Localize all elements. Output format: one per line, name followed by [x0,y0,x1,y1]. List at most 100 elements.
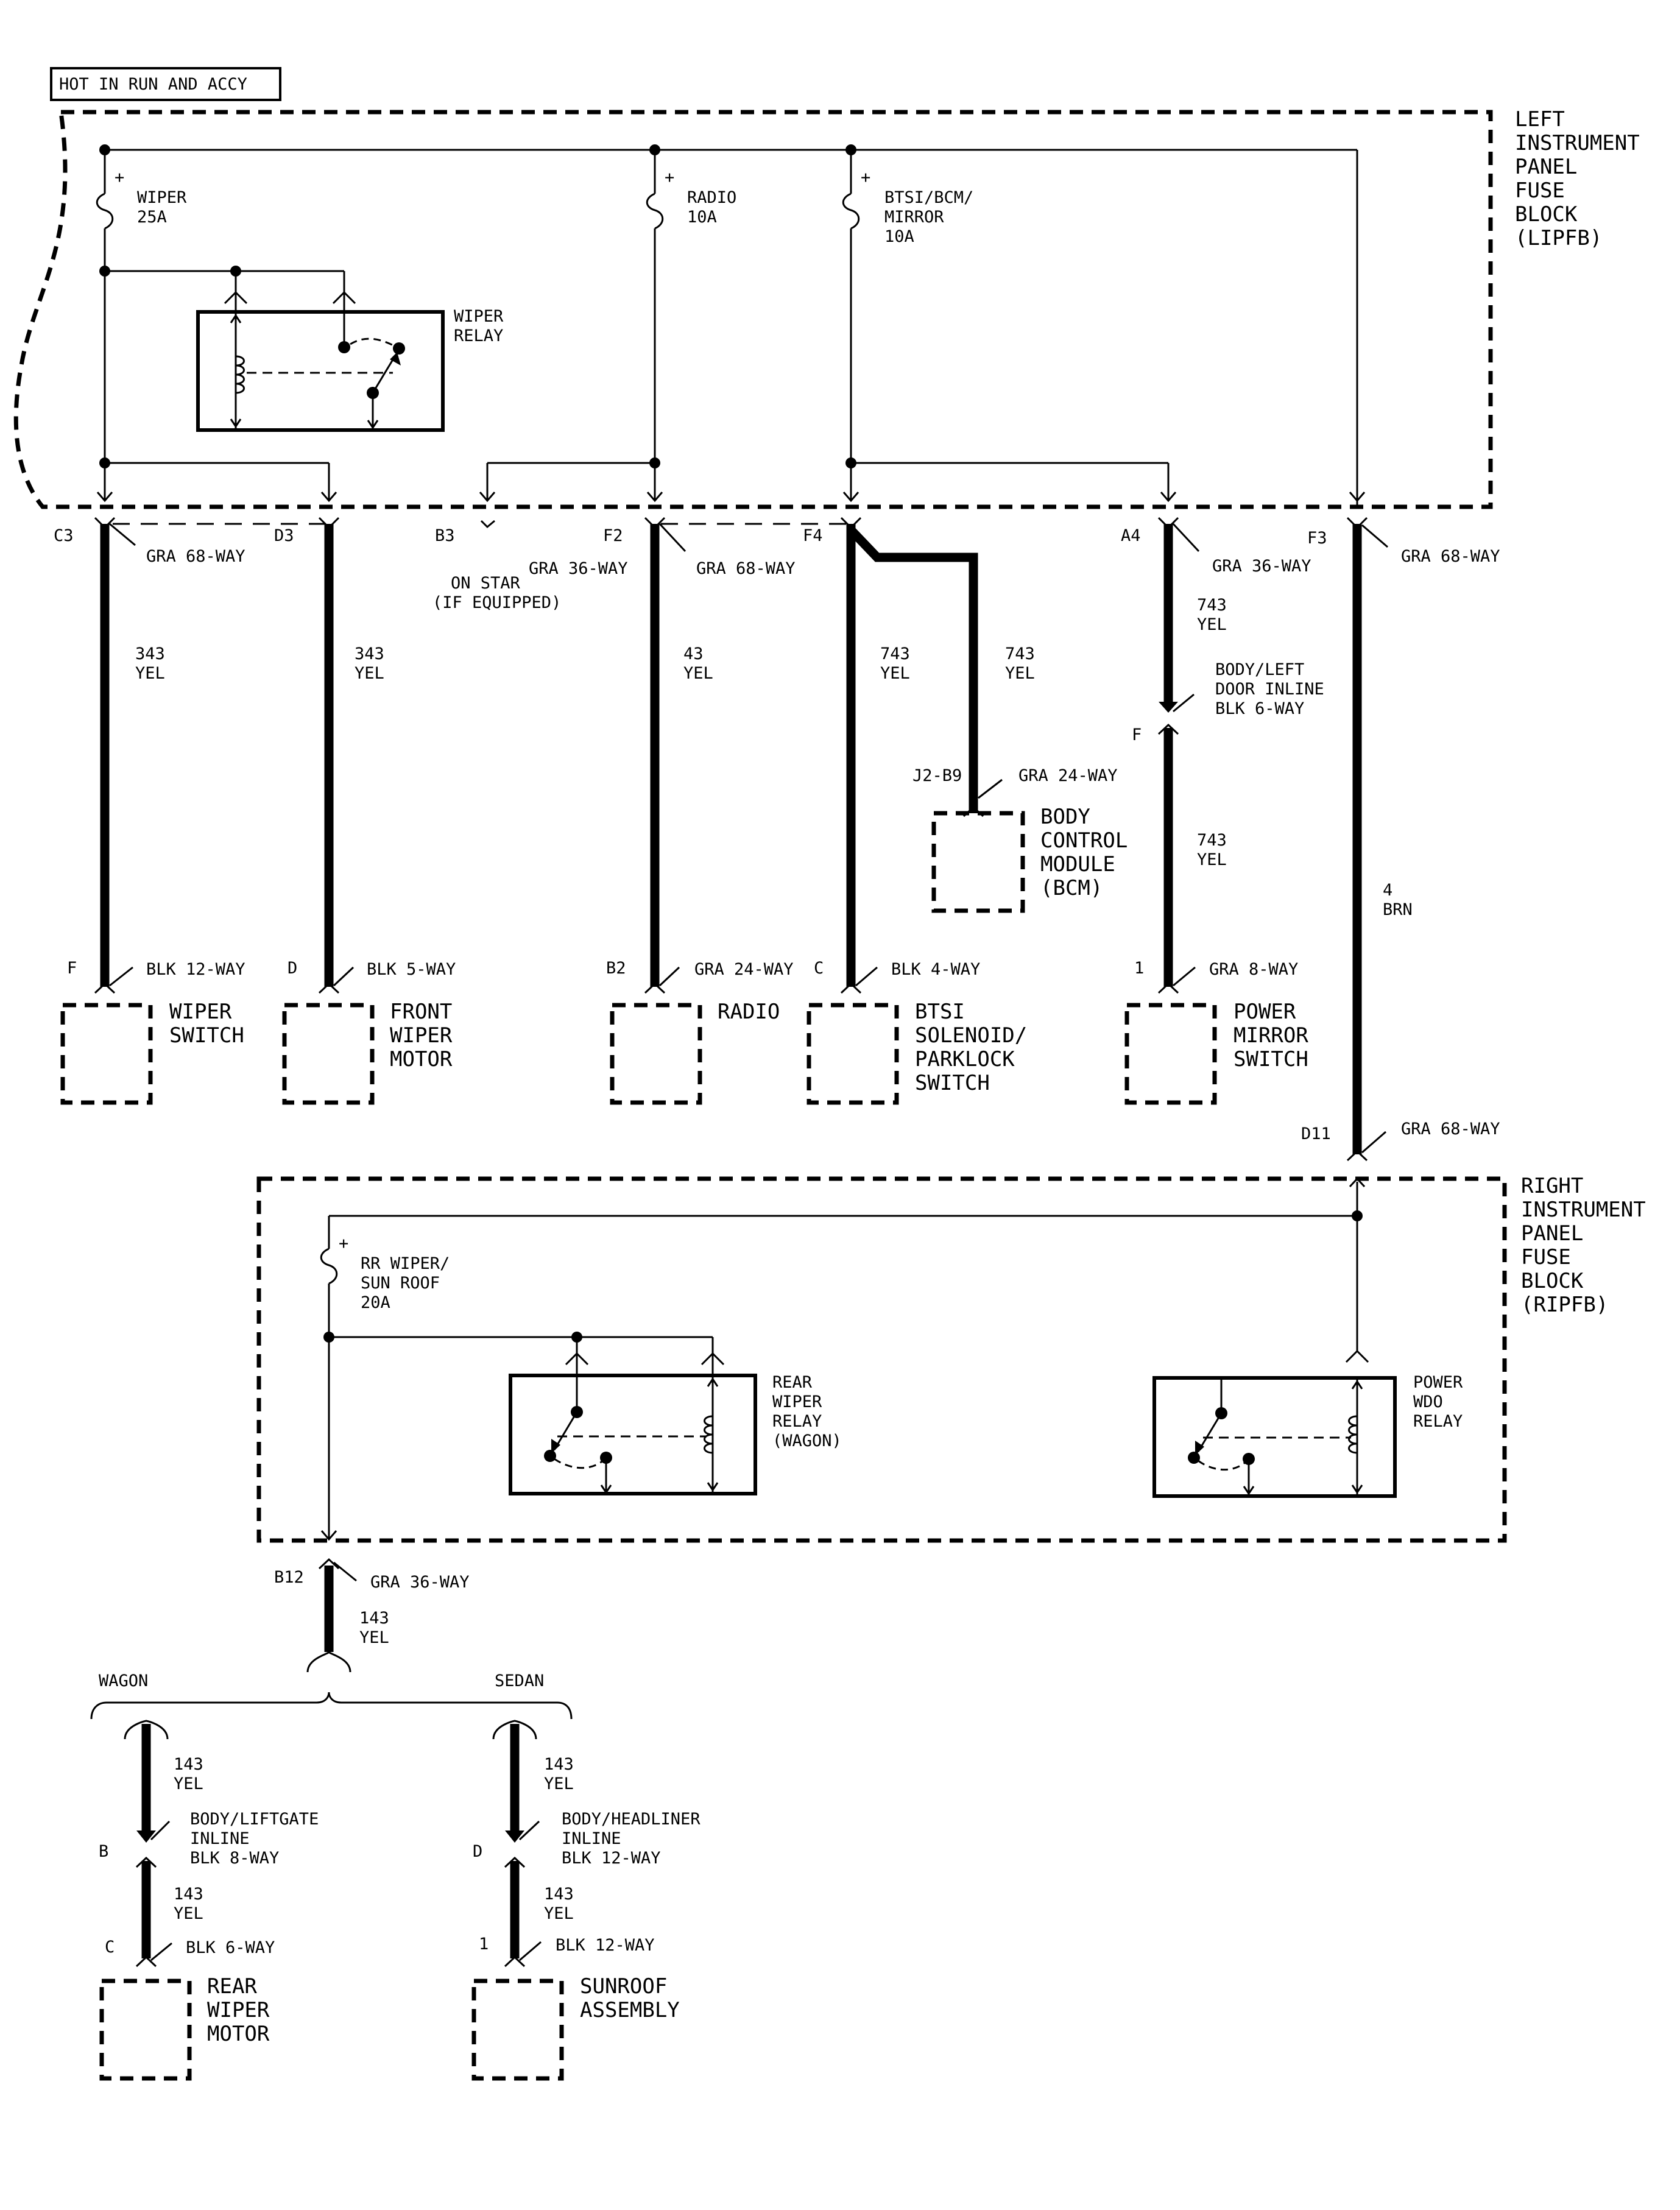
svg-text:20A: 20A [361,1293,390,1312]
svg-text:RELAY: RELAY [1413,1412,1463,1431]
svg-text:CONTROL: CONTROL [1040,828,1128,853]
svg-text:BLOCK: BLOCK [1515,202,1578,227]
svg-text:F4: F4 [803,526,823,545]
svg-text:GRA 68-WAY: GRA 68-WAY [1401,547,1500,566]
svg-text:WIPER: WIPER [390,1023,453,1048]
svg-text:BLOCK: BLOCK [1521,1269,1584,1293]
svg-text:F3: F3 [1307,529,1327,548]
svg-text:BTSI: BTSI [915,1000,965,1024]
svg-text:RADIO: RADIO [718,1000,780,1024]
power-wdo-relay: POWER WDO RELAY [1152,1349,1463,1498]
wiper-outputs [96,271,337,503]
radio-fuse: + RADIO 10A [479,150,736,503]
svg-text:C: C [105,1938,115,1957]
svg-text:D: D [473,1842,482,1861]
svg-text:YEL: YEL [174,1904,203,1923]
svg-text:4: 4 [1383,881,1392,900]
wire-4-brn: 4 BRN [1346,517,1413,1154]
svg-text:743: 743 [1197,831,1227,850]
svg-text:BODY: BODY [1040,805,1090,829]
bcm-module: J2-B9 GRA 24-WAY BODY CONTROL MODULE (BC… [912,766,1128,913]
svg-text:BLK 12-WAY: BLK 12-WAY [146,960,245,979]
svg-text:YEL: YEL [1005,664,1035,683]
svg-text:GRA 36-WAY: GRA 36-WAY [1212,557,1311,576]
svg-text:+: + [861,168,870,187]
svg-text:BLK 6-WAY: BLK 6-WAY [1215,699,1304,718]
svg-text:YEL: YEL [1197,850,1227,869]
lipfb-label: LEFT INSTRUMENT PANEL FUSE BLOCK (LIPFB) [1515,107,1640,250]
svg-text:BLK 4-WAY: BLK 4-WAY [891,960,980,979]
svg-text:YEL: YEL [683,664,713,683]
svg-text:YEL: YEL [1197,615,1227,634]
svg-text:1: 1 [1134,959,1144,978]
svg-text:FUSE: FUSE [1515,178,1565,203]
ripfb-border [256,1176,1507,1543]
lipfb-border [13,110,1493,509]
svg-text:BODY/HEADLINER: BODY/HEADLINER [562,1810,701,1829]
svg-text:FUSE: FUSE [1521,1245,1571,1269]
svg-text:1: 1 [479,1935,489,1954]
svg-text:743: 743 [1197,596,1227,615]
wiper-fuse: + WIPER 25A [96,150,187,277]
svg-text:INLINE: INLINE [190,1829,250,1848]
wiper-switch: F BLK 12-WAY WIPER SWITCH [60,959,245,1105]
svg-text:GRA 24-WAY: GRA 24-WAY [694,960,794,979]
svg-text:143: 143 [544,1885,574,1904]
svg-text:(BCM): (BCM) [1040,876,1103,900]
svg-text:WAGON: WAGON [99,1672,148,1690]
svg-text:PANEL: PANEL [1515,155,1577,179]
svg-text:C3: C3 [54,526,74,545]
svg-text:743: 743 [880,644,910,663]
radio: B2 GRA 24-WAY RADIO [606,959,794,1105]
svg-text:343: 343 [355,644,384,663]
svg-text:FRONT: FRONT [390,1000,452,1024]
svg-text:743: 743 [1005,644,1035,663]
svg-text:SUN ROOF: SUN ROOF [361,1274,440,1293]
svg-text:(WAGON): (WAGON) [772,1432,842,1450]
svg-text:GRA 68-WAY: GRA 68-WAY [146,547,245,566]
wiper-relay: WIPER RELAY [105,266,504,432]
wire-743-btsi: 743 YEL 743 YEL [840,517,1035,987]
wire-343-front-motor: 343 YEL [318,517,384,987]
svg-text:SWITCH: SWITCH [915,1071,990,1095]
svg-text:SUNROOF: SUNROOF [580,1974,667,1999]
rear-wiper-relay: REAR WIPER RELAY (WAGON) [329,1332,842,1495]
svg-text:143: 143 [359,1609,389,1628]
svg-text:RR WIPER/: RR WIPER/ [361,1254,450,1273]
svg-text:GRA 68-WAY: GRA 68-WAY [696,559,796,578]
svg-text:10A: 10A [687,208,717,227]
svg-text:LEFT: LEFT [1515,107,1565,132]
svg-text:143: 143 [174,1755,203,1774]
svg-text:PARKLOCK: PARKLOCK [915,1047,1015,1071]
svg-text:REAR: REAR [772,1373,813,1392]
svg-text:GRA 24-WAY: GRA 24-WAY [1018,766,1118,785]
svg-text:+: + [665,168,674,187]
svg-text:BLK 5-WAY: BLK 5-WAY [367,960,456,979]
svg-text:RELAY: RELAY [772,1412,822,1431]
svg-text:BTSI/BCM/: BTSI/BCM/ [884,188,973,207]
svg-text:INSTRUMENT: INSTRUMENT [1521,1198,1646,1222]
svg-text:RELAY: RELAY [454,327,503,345]
svg-text:25A: 25A [137,208,167,227]
svg-text:RIGHT: RIGHT [1521,1174,1583,1198]
svg-text:(LIPFB): (LIPFB) [1515,226,1602,250]
svg-text:YEL: YEL [355,664,384,683]
svg-text:YEL: YEL [359,1628,389,1647]
svg-text:143: 143 [174,1885,203,1904]
svg-text:WIPER: WIPER [137,188,187,207]
svg-text:INSTRUMENT: INSTRUMENT [1515,131,1640,155]
svg-text:BLK 12-WAY: BLK 12-WAY [556,1936,655,1955]
svg-text:WIPER: WIPER [772,1393,822,1411]
svg-text:C: C [814,959,824,978]
svg-text:POWER: POWER [1234,1000,1296,1024]
svg-text:(RIPFB): (RIPFB) [1521,1293,1608,1317]
wire-143-main: B12 GRA 36-WAY 143 YEL [274,1558,470,1673]
svg-text:(IF EQUIPPED): (IF EQUIPPED) [432,593,561,612]
wire-343-wiper-switch: 343 YEL [94,517,165,987]
svg-text:F: F [67,959,77,978]
ripfb-bus: + RR WIPER/ SUN ROOF 20A [320,1177,1366,1541]
wire-743-mirror: 743 YEL BODY/LEFT DOOR INLINE BLK 6-WAY … [1132,517,1324,987]
svg-text:43: 43 [683,644,704,663]
svg-text:B2: B2 [606,959,626,978]
